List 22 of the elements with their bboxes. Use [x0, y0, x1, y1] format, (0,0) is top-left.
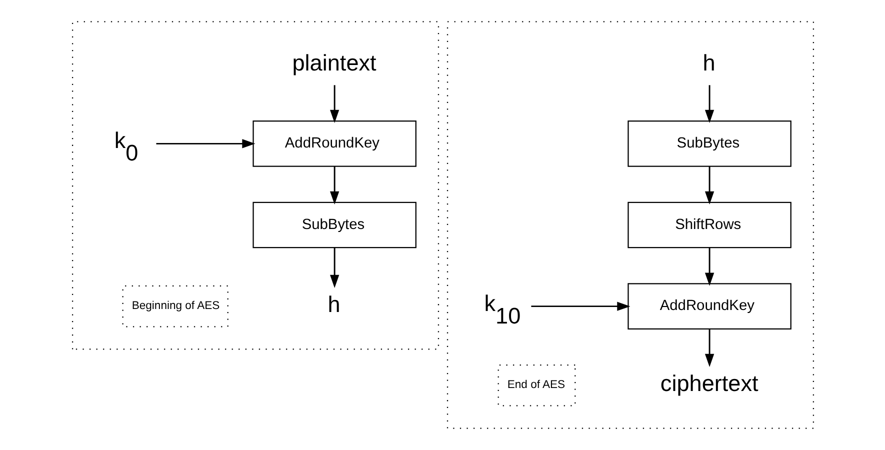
arrow	[704, 85, 714, 123]
node-box: SubBytes	[252, 202, 416, 248]
arrow	[329, 166, 339, 205]
arrow	[530, 302, 630, 311]
node-box: ShiftRows	[627, 202, 791, 248]
node-box: SubBytes	[627, 120, 791, 167]
arrow	[704, 329, 714, 367]
arrow	[329, 85, 339, 123]
arrow	[329, 248, 339, 288]
node-box: AddRoundKey	[627, 283, 791, 330]
node-text: h	[702, 50, 715, 76]
node-text: ciphertext	[660, 371, 758, 396]
node-box: End of AES	[497, 364, 576, 406]
arrow	[156, 139, 255, 148]
cluster	[446, 21, 814, 429]
node-box: AddRoundKey	[252, 120, 416, 167]
node-text: plaintext	[292, 50, 376, 76]
arrow	[704, 248, 714, 286]
node-box: Beginning of AES	[122, 285, 228, 328]
cluster	[72, 21, 439, 350]
node-text: h	[327, 292, 340, 317]
arrow	[704, 166, 714, 205]
